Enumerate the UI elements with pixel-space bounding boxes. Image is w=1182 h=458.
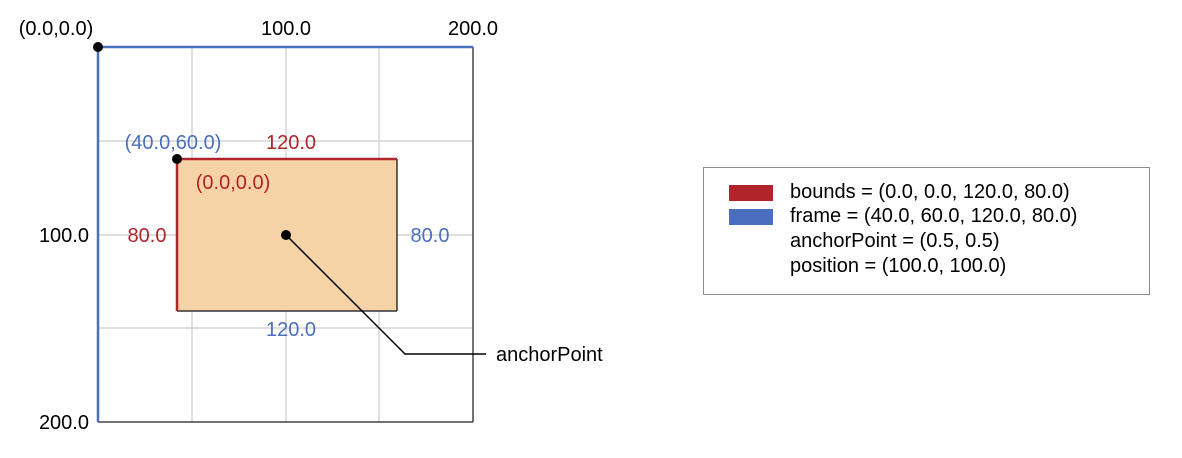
left-tick-200: 200.0 [39, 412, 89, 434]
bounds-width-label: 120.0 [266, 132, 316, 154]
origin-point [93, 42, 103, 52]
legend-frame: frame = (40.0, 60.0, 120.0, 80.0) [790, 205, 1078, 227]
anchor-callout-label: anchorPoint [496, 344, 603, 366]
origin-label: (0.0,0.0) [19, 18, 93, 40]
bounds-height-label: 80.0 [128, 225, 167, 247]
left-tick-100: 100.0 [39, 225, 89, 247]
top-tick-200: 200.0 [448, 18, 498, 40]
bounds-swatch [729, 185, 773, 201]
frame-swatch [729, 209, 773, 225]
frame-origin-point [172, 154, 182, 164]
legend-bounds: bounds = (0.0, 0.0, 120.0, 80.0) [790, 181, 1070, 203]
frame-origin-label: (40.0,60.0) [125, 132, 222, 154]
frame-width-label: 120.0 [266, 319, 316, 341]
legend-anchor: anchorPoint = (0.5, 0.5) [790, 230, 1000, 252]
frame-height-label: 80.0 [411, 225, 450, 247]
anchor-callout-line [285, 234, 486, 355]
top-tick-100: 100.0 [261, 18, 311, 40]
bounds-origin-label: (0.0,0.0) [196, 172, 270, 194]
legend-position: position = (100.0, 100.0) [790, 255, 1007, 277]
anchor-point [281, 230, 291, 240]
legend: bounds = (0.0, 0.0, 120.0, 80.0) frame =… [703, 167, 1150, 295]
